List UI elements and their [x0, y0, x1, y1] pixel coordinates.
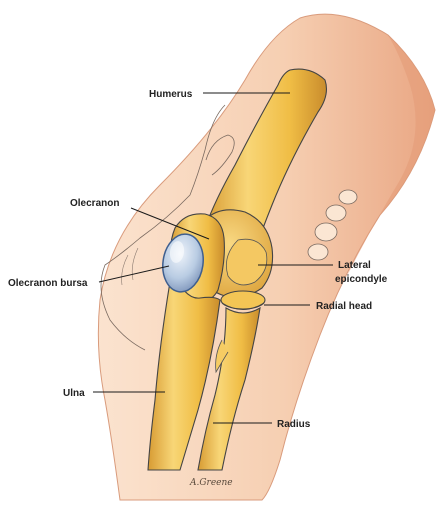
label-lateral-epicondyle-line2: epicondyle — [335, 274, 388, 285]
artist-signature: A.Greene — [189, 478, 233, 488]
right-hand-fingers — [307, 189, 358, 261]
left-hand-crease — [121, 247, 139, 286]
label-radial-head: Radial head — [316, 301, 372, 312]
label-lateral-epicondyle-line1: Lateral — [338, 260, 371, 271]
label-ulna: Ulna — [63, 388, 85, 399]
left-hand-outline — [100, 104, 226, 351]
label-olecranon-bursa: Olecranon bursa — [8, 278, 88, 289]
left-hand-finger — [205, 134, 235, 176]
radial-tuberosity — [215, 339, 229, 374]
label-humerus: Humerus — [149, 89, 193, 100]
radial-head-rim — [221, 302, 265, 310]
arm-skin-shading — [345, 35, 435, 280]
label-olecranon: Olecranon — [70, 198, 119, 209]
ulna-bone — [147, 268, 221, 471]
label-radius: Radius — [277, 419, 311, 430]
olecranon-bursa-leader — [98, 265, 170, 283]
olecranon-bursa-highlight — [169, 241, 185, 263]
lateral-epicondyle — [225, 238, 268, 286]
olecranon-leader — [130, 207, 210, 240]
radius-bone — [197, 306, 261, 471]
